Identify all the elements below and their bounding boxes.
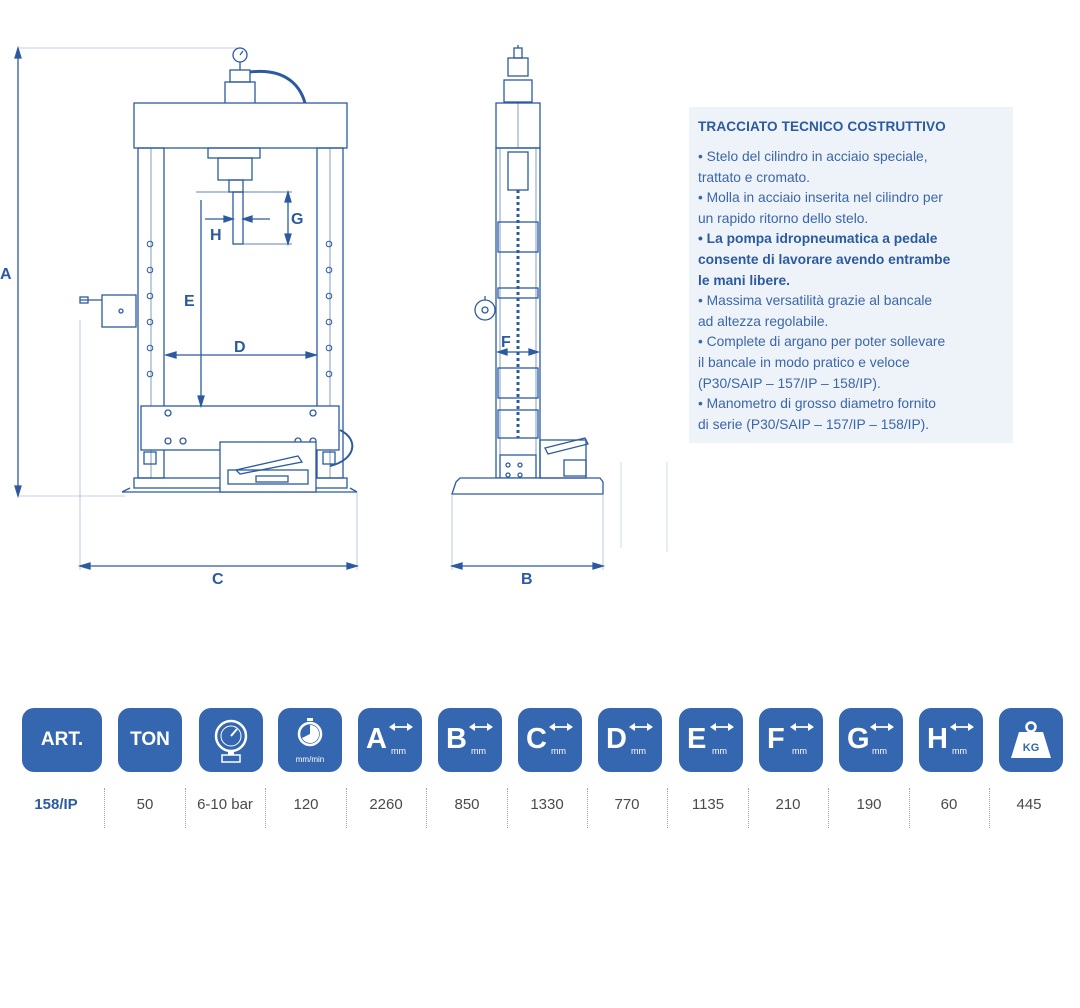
value-e: 1135 — [691, 796, 725, 813]
info-line: • La pompa idropneumatica a pedale — [698, 231, 938, 247]
dimension-b-header: B mm — [438, 708, 502, 772]
dim-label-a: A — [0, 266, 12, 283]
dimension-h-letter: H — [927, 723, 948, 755]
divider — [426, 788, 427, 828]
double-arrow-icon — [790, 723, 814, 731]
info-line: le mani libere. — [698, 272, 791, 288]
dimension-e-unit: mm — [712, 746, 727, 756]
dim-label-e: E — [184, 293, 195, 310]
value-h: 60 — [940, 796, 958, 813]
dim-label-g: G — [291, 211, 303, 228]
double-arrow-icon — [469, 723, 493, 731]
ton-header: TON — [118, 708, 182, 772]
info-line: • Massima versatilità grazie al bancale — [698, 293, 933, 309]
value-weight: 445 — [1016, 796, 1042, 813]
double-arrow-icon — [870, 723, 894, 731]
info-line: trattato e cromato. — [698, 169, 810, 185]
value-speed: 120 — [293, 796, 319, 813]
ton-header-label: TON — [130, 729, 170, 750]
art-header: ART. — [22, 708, 102, 772]
dimension-h-unit: mm — [952, 746, 967, 756]
dimension-f-header: F mm — [759, 708, 823, 772]
dimension-c-header: C mm — [518, 708, 582, 772]
value-f: 210 — [775, 796, 801, 813]
front-view — [14, 45, 360, 570]
double-arrow-icon — [629, 723, 653, 731]
divider — [587, 788, 588, 828]
dim-label-f: F — [501, 334, 511, 351]
value-ton: 50 — [136, 796, 154, 813]
divider — [909, 788, 910, 828]
dimension-f-unit: mm — [792, 746, 807, 756]
dimension-a-letter: A — [366, 723, 387, 755]
art-header-label: ART. — [40, 729, 84, 750]
value-art: 158/IP — [34, 796, 78, 813]
dimension-b-letter: B — [446, 723, 467, 755]
info-line: • Manometro di grosso diametro fornito — [698, 396, 936, 412]
spec-values-row: 158/IP 50 6-10 bar 120 2260 850 1330 770… — [0, 788, 1080, 828]
technical-info-box: TRACCIATO TECNICO COSTRUTTIVO • Stelo de… — [689, 107, 1013, 443]
info-line: di serie (P30/SAIP – 157/IP – 158/IP). — [698, 416, 930, 432]
dimension-d-header: D mm — [598, 708, 662, 772]
info-line: (P30/SAIP – 157/IP – 158/IP). — [698, 375, 881, 391]
spec-header-row: ART. TON mm/min A mm B mm C mm — [0, 708, 1080, 778]
value-a: 2260 — [369, 796, 403, 813]
dimension-b-unit: mm — [471, 746, 486, 756]
divider — [104, 788, 105, 828]
pressure-gauge-icon — [199, 708, 263, 772]
info-line: il bancale in modo pratico e veloce — [698, 354, 910, 370]
value-d: 770 — [614, 796, 640, 813]
stopwatch-icon: mm/min — [278, 708, 342, 772]
divider — [185, 788, 186, 828]
dimension-g-unit: mm — [872, 746, 887, 756]
side-view — [449, 45, 606, 570]
dim-label-c: C — [212, 571, 224, 588]
dimension-c-letter: C — [526, 723, 547, 755]
divider — [828, 788, 829, 828]
info-line: • Complete di argano per poter sollevare — [698, 334, 946, 350]
technical-drawing: A B C D E F G H — [0, 45, 668, 588]
double-arrow-icon — [389, 723, 413, 731]
speed-unit-label: mm/min — [295, 755, 325, 764]
double-arrow-icon — [549, 723, 573, 731]
dim-label-b: B — [521, 571, 533, 588]
divider — [989, 788, 990, 828]
info-title: TRACCIATO TECNICO COSTRUTTIVO — [698, 119, 946, 134]
double-arrow-icon — [950, 723, 974, 731]
info-line: • Molla in acciaio inserita nel cilindro… — [698, 190, 943, 206]
dimension-a-header: A mm — [358, 708, 422, 772]
double-arrow-icon — [710, 723, 734, 731]
dim-label-h: H — [210, 227, 222, 244]
value-b: 850 — [454, 796, 480, 813]
info-line: consente di lavorare avendo entrambe — [698, 251, 951, 267]
divider — [748, 788, 749, 828]
divider — [507, 788, 508, 828]
divider — [667, 788, 668, 828]
dimension-e-letter: E — [687, 723, 707, 755]
dimension-e-header: E mm — [679, 708, 743, 772]
info-line: • Stelo del cilindro in acciaio speciale… — [698, 149, 928, 164]
info-lines: • Stelo del cilindro in acciaio speciale… — [698, 147, 1003, 435]
info-line: un rapido ritorno dello stelo. — [698, 210, 869, 226]
value-c: 1330 — [530, 796, 564, 813]
dim-label-d: D — [234, 339, 246, 356]
dimension-c-unit: mm — [551, 746, 566, 756]
info-line: ad altezza regolabile. — [698, 313, 829, 329]
dimension-h-header: H mm — [919, 708, 983, 772]
weight-icon: KG — [999, 708, 1063, 772]
value-g: 190 — [856, 796, 882, 813]
dimension-g-letter: G — [847, 723, 870, 755]
dimension-g-header: G mm — [839, 708, 903, 772]
dimension-a-unit: mm — [391, 746, 406, 756]
weight-icon-label: KG — [1023, 742, 1040, 754]
dimension-d-unit: mm — [631, 746, 646, 756]
divider — [265, 788, 266, 828]
value-pressure: 6-10 bar — [197, 796, 253, 813]
dimension-d-letter: D — [606, 723, 627, 755]
dimension-f-letter: F — [767, 723, 785, 755]
divider — [346, 788, 347, 828]
